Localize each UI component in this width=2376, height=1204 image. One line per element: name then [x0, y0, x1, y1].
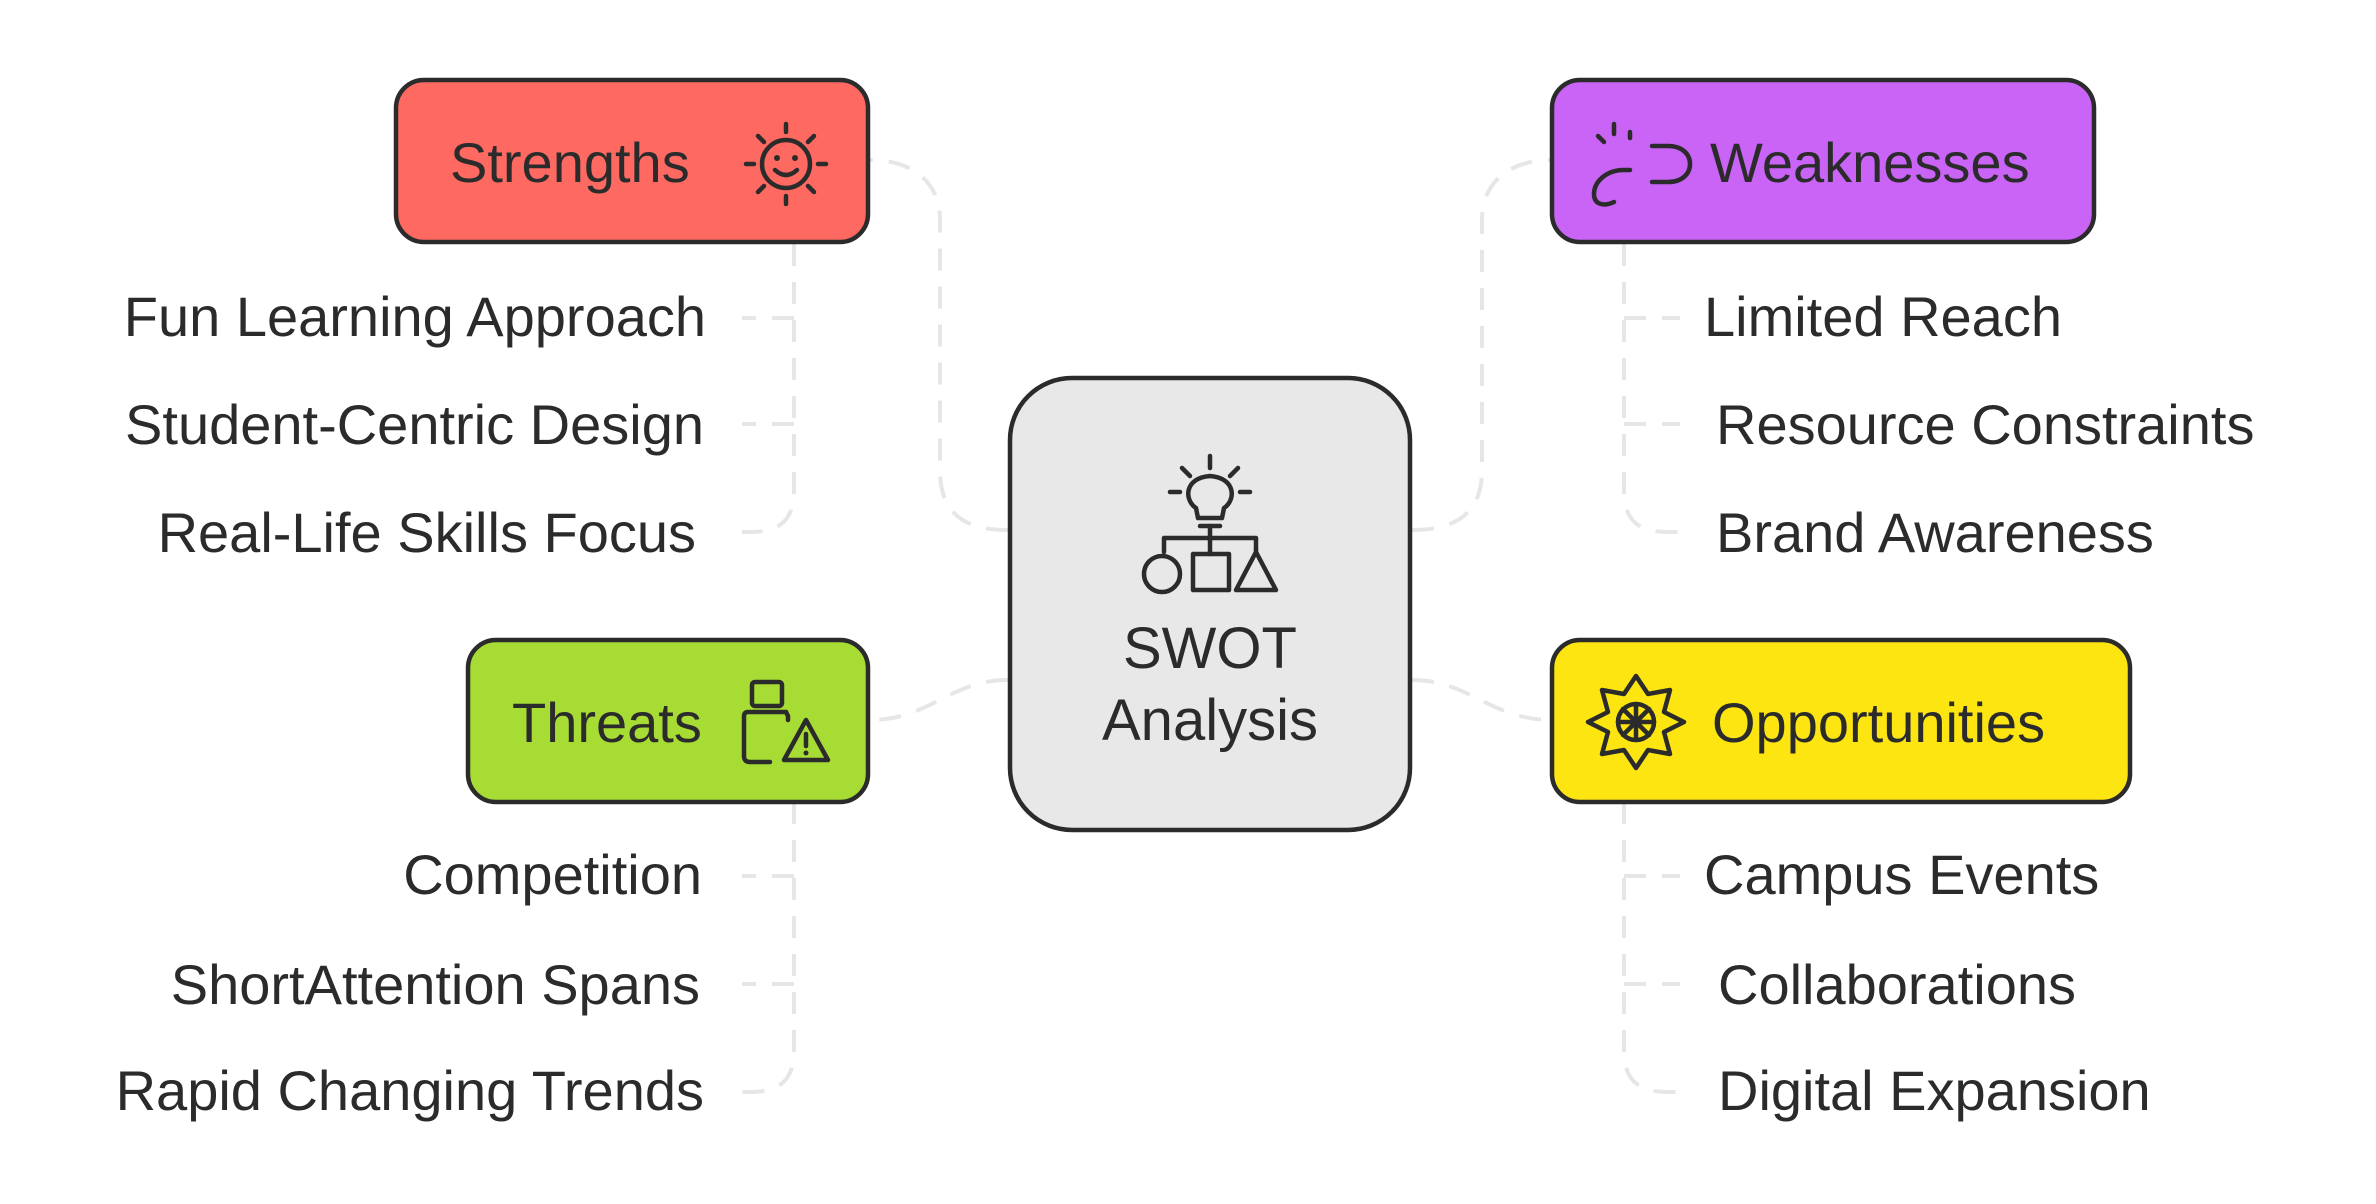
connector-strengths-spine: [742, 244, 796, 534]
threats-item-1: Competition: [403, 843, 702, 906]
strengths-item-3: Real-Life Skills Focus: [158, 501, 696, 564]
weaknesses-title: Weaknesses: [1710, 131, 2030, 194]
connector-weaknesses-spine: [1622, 244, 1680, 534]
connector-center-opportunities: [1411, 678, 1553, 722]
weaknesses-item-1: Limited Reach: [1704, 285, 2062, 348]
lightbulb-shapes-icon: [1141, 453, 1279, 595]
threats-node: Threats: [465, 637, 871, 805]
center-box: [1007, 375, 1413, 833]
connectors: [742, 158, 1680, 1094]
opportunities-item-3: Digital Expansion: [1718, 1059, 2151, 1122]
opportunities-title: Opportunities: [1712, 691, 2045, 754]
opportunities-node: Opportunities: [1549, 637, 2133, 805]
connector-center-strengths: [869, 158, 1009, 532]
center-title-line2: Analysis: [1102, 688, 1318, 753]
center-title-line1: SWOT: [1123, 616, 1297, 681]
threats-item-3: Rapid Changing Trends: [116, 1059, 704, 1122]
strengths-item-1: Fun Learning Approach: [124, 285, 706, 348]
strengths-item-2: Student-Centric Design: [125, 393, 704, 456]
swot-center-node: SWOT Analysis: [1007, 375, 1413, 833]
broken-link-icon: [1591, 121, 1693, 207]
connector-threats-spine: [742, 802, 796, 1094]
connector-opportunities-spine: [1622, 802, 1680, 1094]
weaknesses-box: [1549, 77, 2097, 245]
opportunities-item-2: Collaborations: [1718, 953, 2076, 1016]
strengths-title: Strengths: [450, 131, 690, 194]
opportunities-item-1: Campus Events: [1704, 843, 2099, 906]
smiling-sun-icon: [743, 121, 829, 207]
strengths-box: [393, 77, 871, 245]
usb-warning-icon: [741, 679, 831, 765]
weaknesses-item-3: Brand Awareness: [1716, 501, 2154, 564]
threats-title: Threats: [512, 691, 702, 754]
threats-item-2: ShortAttention Spans: [171, 953, 700, 1016]
connector-center-threats: [869, 678, 1009, 722]
mandala-burst-icon: [1585, 673, 1687, 771]
connector-center-weaknesses: [1411, 158, 1553, 532]
weaknesses-node: Weaknesses: [1549, 77, 2097, 245]
opportunities-box: [1549, 637, 2133, 805]
strengths-node: Strengths: [393, 77, 871, 245]
weaknesses-item-2: Resource Constraints: [1716, 393, 2254, 456]
